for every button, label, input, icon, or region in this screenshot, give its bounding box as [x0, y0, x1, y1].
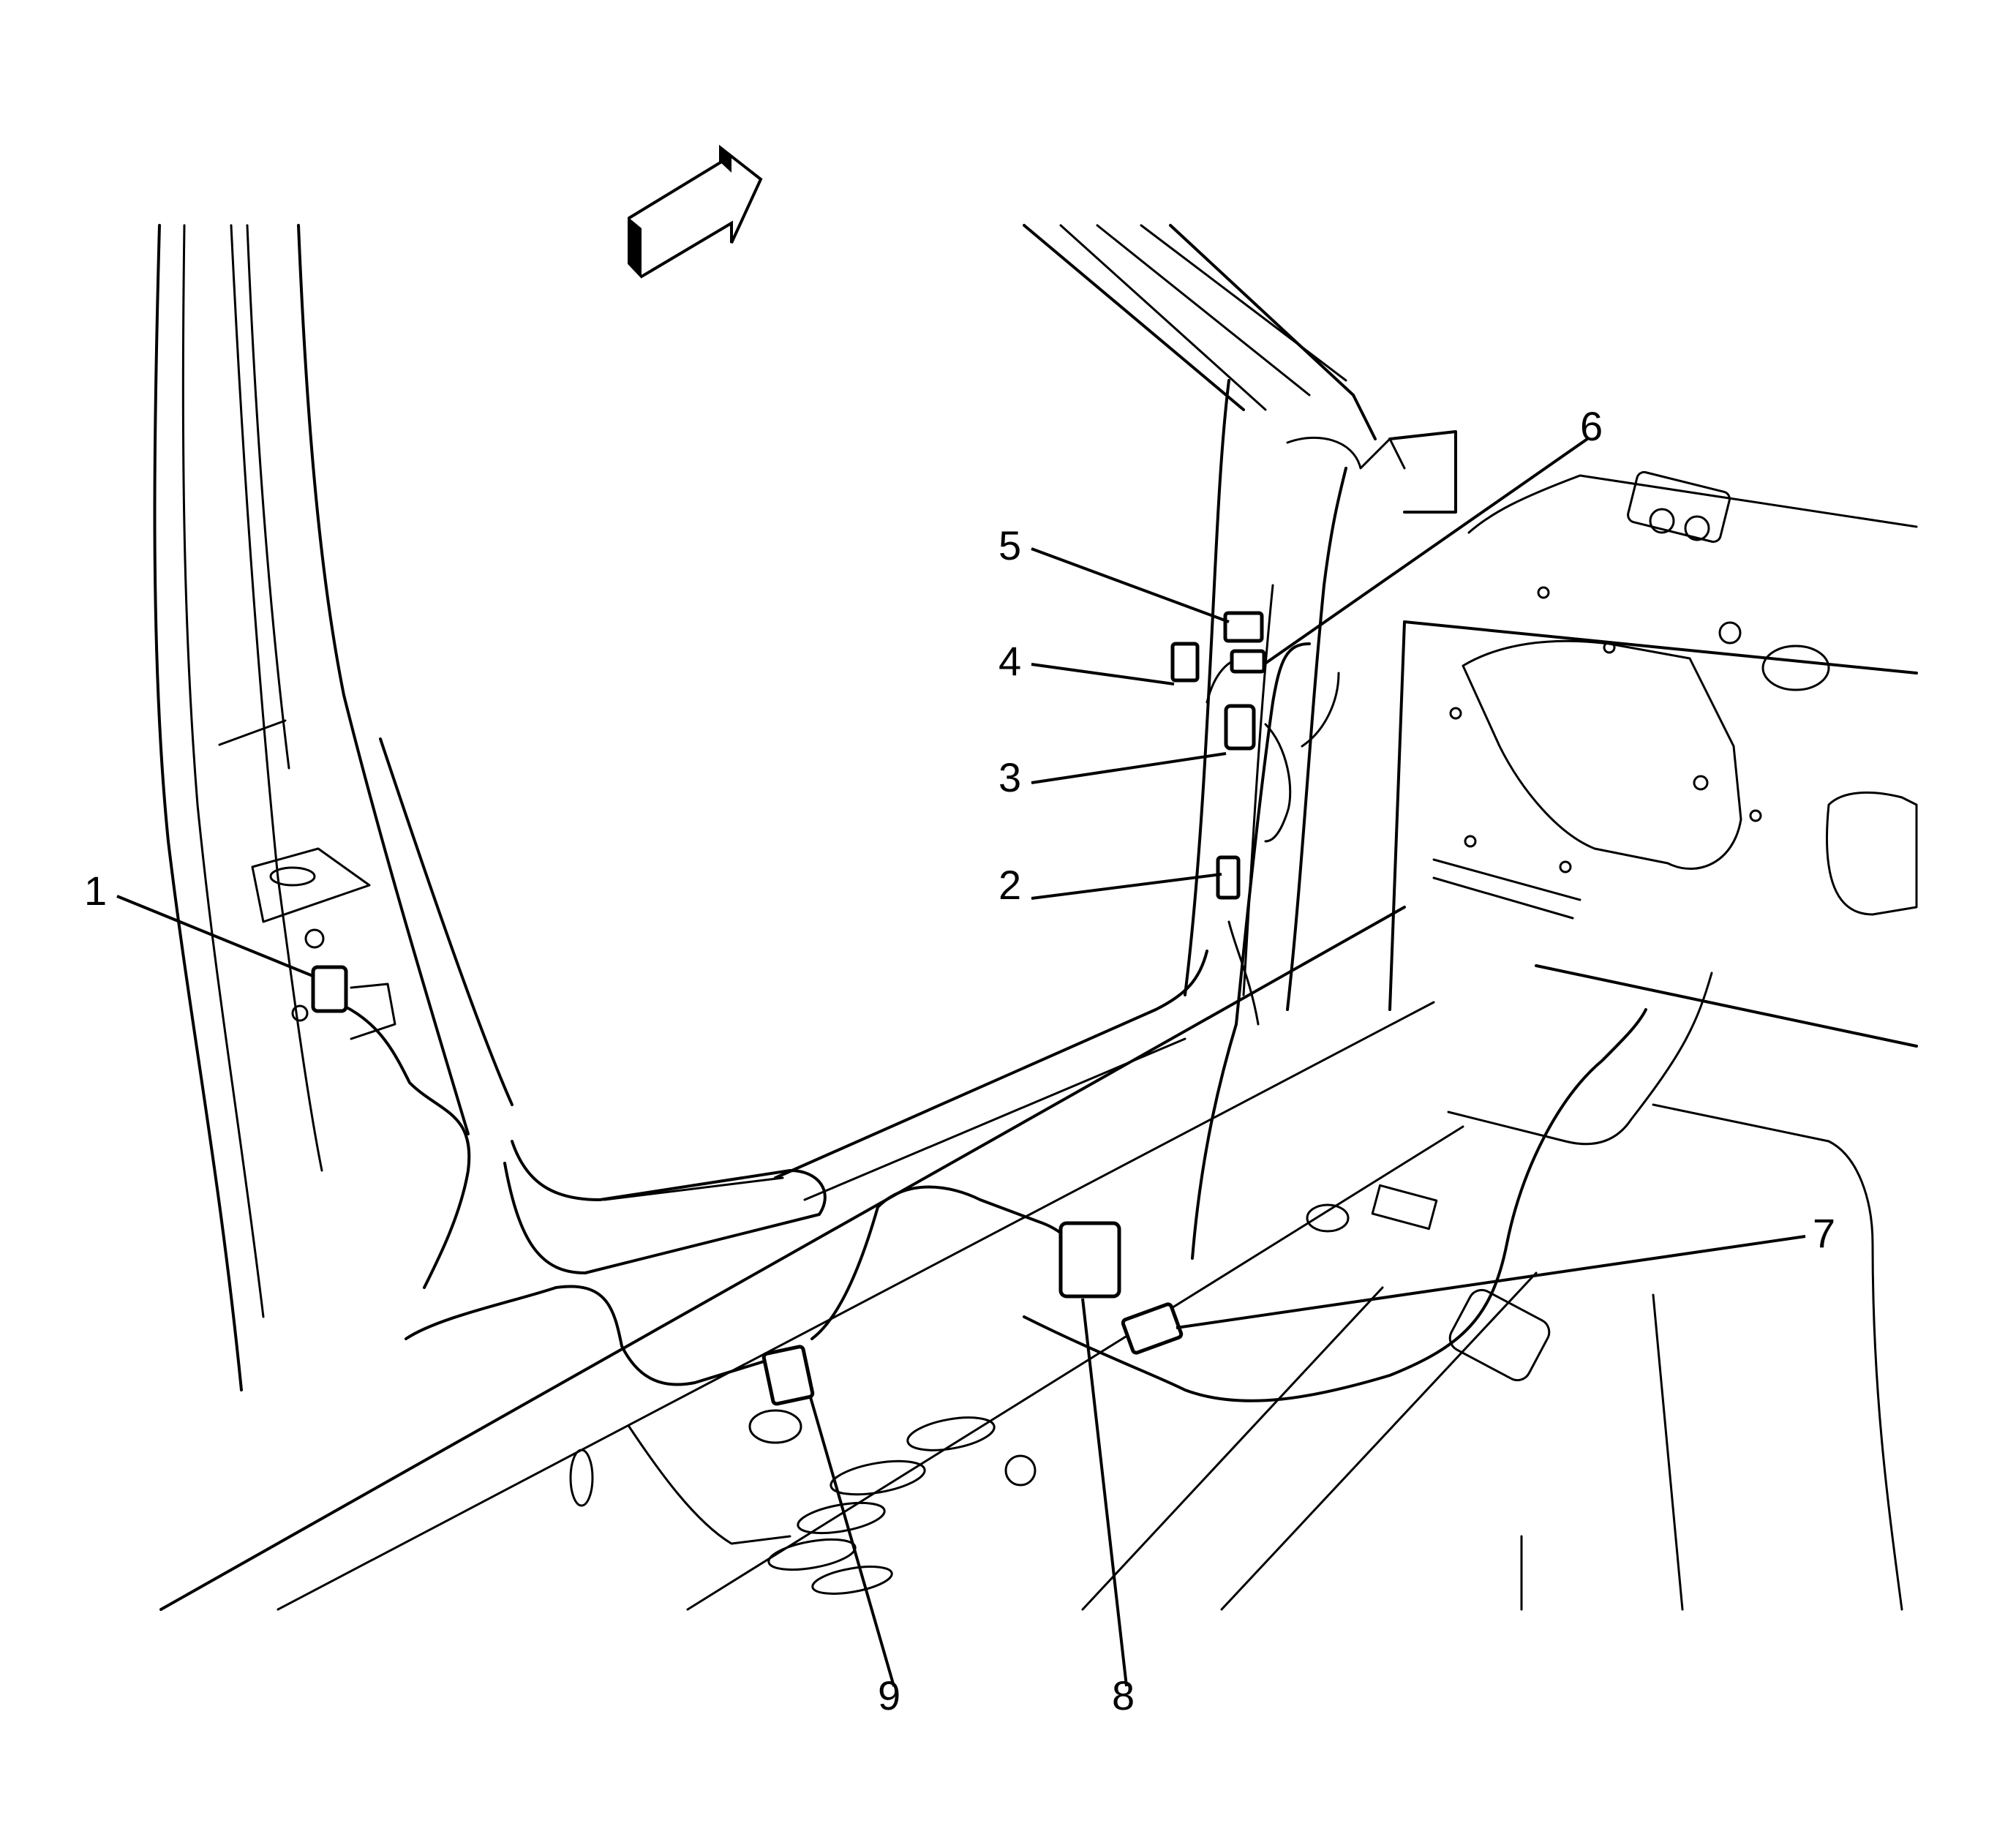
- callout-7: 7: [1813, 1210, 1836, 1256]
- connector-7-icon: [1121, 1302, 1184, 1355]
- callout-5: 5: [998, 522, 1022, 568]
- callout-3: 3: [998, 754, 1022, 800]
- connector-3-icon: [1224, 704, 1256, 751]
- callout-9: 9: [878, 1672, 901, 1718]
- wiring-harness: [342, 642, 1647, 1545]
- leader-lines: [116, 437, 1806, 1687]
- floor: [159, 906, 1918, 1611]
- connector-6-icon: [1230, 649, 1266, 674]
- connector-4-icon: [1170, 642, 1200, 683]
- callout-4: 4: [998, 638, 1022, 684]
- rear-pillar: [1023, 224, 1457, 514]
- side-panel: [1388, 470, 1918, 1011]
- forward-arrow-icon: [628, 144, 763, 279]
- callout-8: 8: [1112, 1672, 1135, 1718]
- connector-8-icon: [1058, 1221, 1121, 1299]
- callout-2: 2: [998, 862, 1022, 908]
- connector-1-icon: [311, 965, 348, 1013]
- connector-2-icon: [1216, 855, 1241, 900]
- left-pillar: [153, 224, 470, 1391]
- callout-1: 1: [84, 868, 108, 914]
- connector-5-icon: [1223, 611, 1264, 643]
- connector-9-icon: [761, 1345, 815, 1406]
- door-sill: [379, 379, 1347, 1274]
- callout-6: 6: [1580, 403, 1603, 449]
